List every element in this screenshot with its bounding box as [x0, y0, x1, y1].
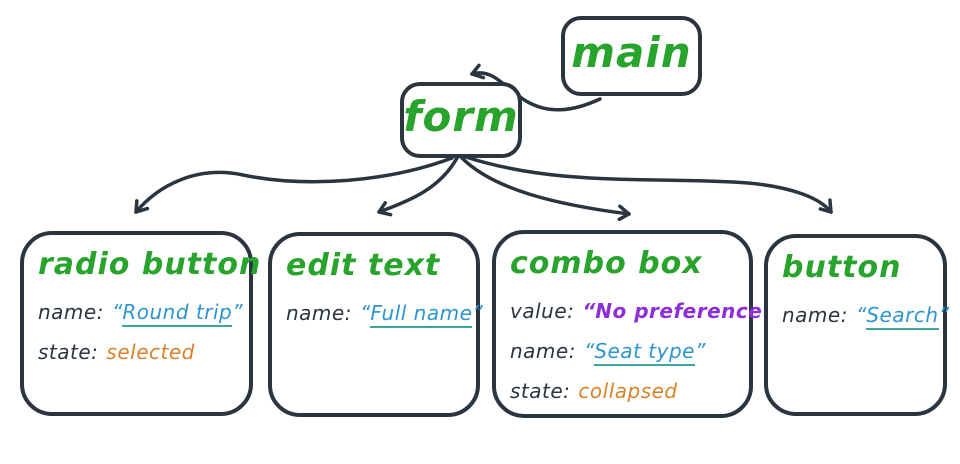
attr-value: “Seat type”: [584, 339, 705, 366]
close-quote: ”: [472, 301, 483, 325]
attr-value: “No preference”: [582, 299, 775, 323]
edge-form-to-edit-text: [377, 156, 459, 217]
node-radio-button: radio button name: “Round trip” state: sel…: [20, 231, 262, 416]
attr-key: name:: [38, 300, 104, 324]
edge-form-to-radio-button: [134, 156, 454, 214]
attr-value: collapsed: [578, 379, 678, 403]
open-quote: “: [111, 300, 123, 324]
open-quote: “: [582, 299, 596, 323]
close-quote: ”: [938, 303, 949, 327]
close-quote: ”: [232, 300, 243, 324]
node-combo-box-title: combo box: [510, 246, 703, 281]
close-quote: ”: [694, 339, 706, 363]
attr-text: Round trip: [122, 300, 233, 327]
node-main-label: main: [571, 28, 692, 77]
attr-value: “Full name”: [360, 301, 483, 328]
attr-key: value:: [510, 299, 575, 323]
node-edit-text-title: edit text: [286, 248, 441, 283]
attr-value: “Search”: [856, 303, 949, 330]
node-form: form: [400, 82, 522, 158]
node-combo-box: combo box value:“No preference” name:“Se…: [492, 230, 775, 418]
attr-key: name:: [510, 339, 576, 363]
attr-text: Full name: [370, 301, 473, 328]
node-button: button name: “Search”: [764, 234, 949, 416]
attr-text: Seat type: [594, 339, 695, 366]
attr-text: Search: [866, 303, 939, 330]
node-edit-text: edit text name: “Full name”: [268, 232, 483, 417]
node-radio-button-title: radio button: [38, 247, 262, 282]
open-quote: “: [583, 339, 595, 363]
edge-form-to-combo-box: [460, 156, 631, 222]
attr-value: “Round trip”: [112, 300, 243, 327]
attr-key: state:: [38, 340, 99, 364]
attr-key: name:: [782, 303, 848, 327]
attr-key: name:: [286, 301, 352, 325]
attr-text: No preference: [595, 299, 763, 323]
attr-value: selected: [106, 340, 195, 364]
node-button-title: button: [782, 250, 902, 285]
attr-row-state: state: collapsed: [510, 376, 737, 406]
attr-key: state:: [510, 379, 571, 403]
attr-row-state: state: selected: [38, 337, 237, 367]
node-main: main: [561, 16, 702, 96]
attr-row-name: name: “Full name”: [286, 298, 483, 328]
attr-row-name: name: “Round trip”: [38, 297, 243, 327]
attr-row-name: name: “Search”: [782, 300, 949, 330]
edge-form-to-button: [464, 155, 833, 214]
attr-row-name: name: “Seat type”: [510, 336, 737, 366]
attr-row-value: value: “No preference”: [510, 296, 775, 326]
open-quote: “: [855, 303, 867, 327]
open-quote: “: [359, 301, 371, 325]
edge-main-to-form: [470, 63, 602, 112]
node-form-label: form: [403, 92, 519, 141]
